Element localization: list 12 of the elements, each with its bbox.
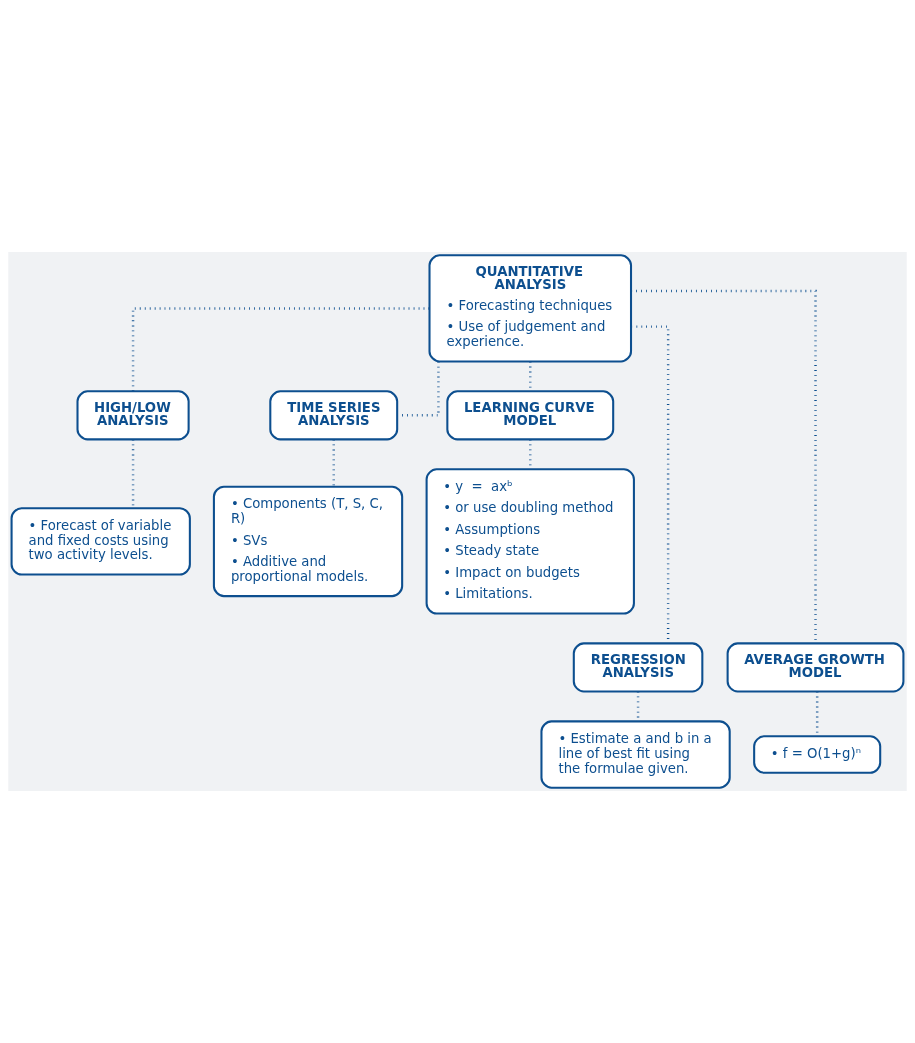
node-box: • Forecast of variable and fixed costs using two activity levels. — [10, 507, 191, 576]
node-box: • y = axᵇ • or use doubling method • Assumptions • Steady state • Impact on budgets • Limitations. — [425, 468, 635, 615]
node-box: • Estimate a and b in a line of best fit using the formulae given. — [540, 720, 731, 789]
node-box: LEARNING CURVE MODEL — [446, 390, 615, 441]
node-box: HIGH/LOW ANALYSIS — [76, 390, 190, 441]
node-box: • Components (T, S, C, R) • SVs • Additive and proportional models. — [212, 485, 404, 598]
node-box: REGRESSION ANALYSIS — [572, 642, 704, 693]
node-box: TIME SERIES ANALYSIS — [269, 390, 399, 441]
node-box: AVERAGE GROWTH MODEL — [726, 642, 905, 693]
node-box: • f = O(1+g)ⁿ — [753, 735, 882, 774]
connector — [131, 307, 430, 392]
node-box: QUANTITATIVE ANALYSIS • Forecasting techniques • Use of judgement and experience. — [428, 254, 633, 363]
